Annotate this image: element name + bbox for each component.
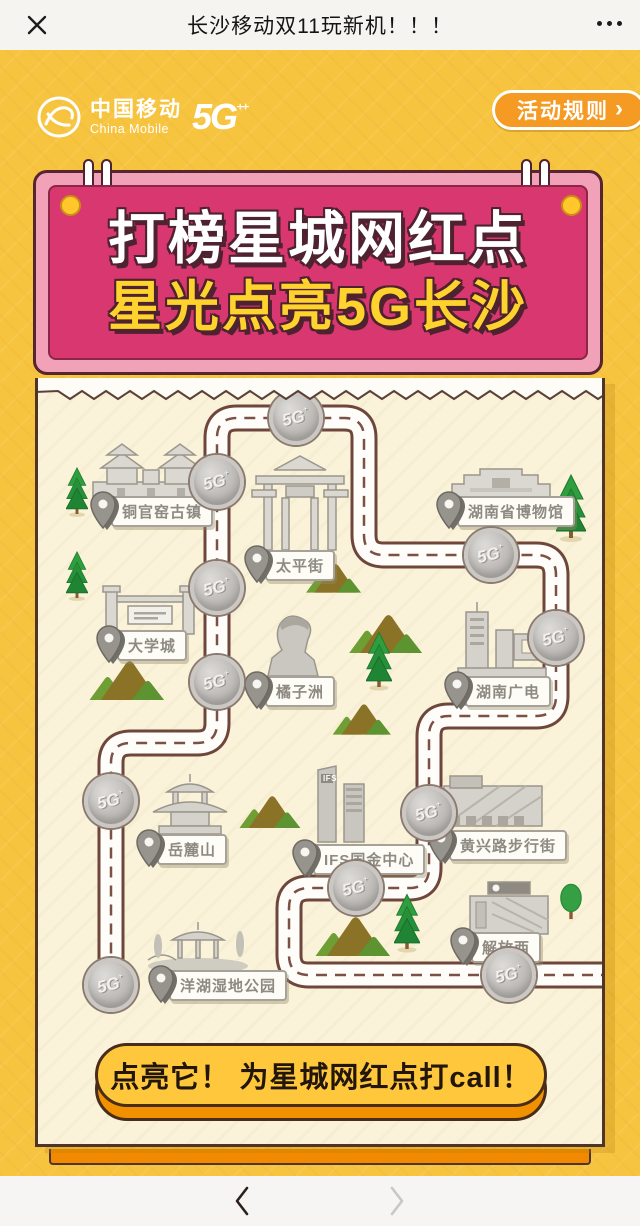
location-pin-icon: [244, 670, 274, 712]
5g-node[interactable]: 5G⁺: [190, 561, 244, 615]
5g-node[interactable]: 5G⁺: [464, 528, 518, 582]
ifs-towers-illustration: [310, 762, 372, 850]
landmark-map: 铜官窑古镇 太平街 湖南省博物馆: [35, 378, 605, 1147]
activity-rules-button[interactable]: 活动规则 ›: [492, 90, 640, 130]
landmark-label: 岳麓山: [157, 833, 228, 865]
china-mobile-flower-icon: [37, 96, 81, 138]
back-icon[interactable]: [233, 1185, 251, 1217]
landmark-label: 太平街: [265, 549, 336, 581]
route-road: [97, 404, 602, 989]
pine-tree: [394, 892, 420, 954]
headline-banner: 打榜星城网红点 星光点亮5G长沙: [33, 159, 603, 375]
brand-name-cn: 中国移动: [90, 97, 182, 121]
brand-name-en: China Mobile: [90, 121, 169, 136]
location-pin-icon: [244, 544, 274, 586]
pine-tree: [66, 550, 88, 602]
location-pin-icon: [436, 490, 466, 532]
china-mobile-logo: 中国移动 China Mobile 5G⁺⁺: [36, 94, 250, 140]
torn-paper-edge: [38, 378, 602, 401]
chevron-right-icon: ›: [615, 95, 625, 122]
archway-illustration: [250, 450, 350, 552]
landmark-label: 黄兴路步行街: [449, 829, 568, 861]
forward-icon[interactable]: [388, 1185, 406, 1217]
browser-topbar: 长沙移动双11玩新机！！！: [0, 0, 640, 50]
more-menu-icon[interactable]: [597, 21, 622, 26]
cta-button-group: 点亮它！ 为星城网红点打call！: [95, 1043, 547, 1123]
landmark-label: 湖南广电: [465, 675, 552, 707]
5g-node[interactable]: 5G⁺: [482, 948, 536, 1002]
pine-tree: [366, 630, 392, 692]
page-title: 长沙移动双11玩新机！！！: [187, 15, 453, 38]
location-pin-icon: [450, 926, 480, 968]
location-pin-icon: [90, 490, 120, 532]
mountain: [302, 912, 394, 956]
brand-5g-logo: 5G⁺⁺: [192, 96, 250, 137]
landmark-label: 湖南省博物馆: [457, 495, 576, 527]
location-pin-icon: [444, 670, 474, 712]
activity-page: 中国移动 China Mobile 5G⁺⁺ 活动规则 › 打榜星城网红点 星光…: [0, 50, 640, 1176]
5g-node[interactable]: 5G⁺: [402, 786, 456, 840]
landmark-label: 橘子洲: [265, 675, 336, 707]
landmark-label: 洋湖湿地公园: [169, 969, 288, 1001]
5g-node[interactable]: 5G⁺: [190, 455, 244, 509]
landmark-label: 铜官窑古镇: [111, 495, 214, 527]
location-pin-icon: [96, 624, 126, 666]
location-pin-icon: [148, 964, 178, 1006]
light-it-up-button[interactable]: 点亮它！ 为星城网红点打call！: [95, 1043, 547, 1107]
headline-panel: 打榜星城网红点 星光点亮5G长沙: [48, 185, 588, 360]
5g-node[interactable]: 5G⁺: [529, 611, 583, 665]
landmark-label: 大学城: [117, 629, 188, 661]
location-pin-icon: [136, 828, 166, 870]
5g-node[interactable]: 5G⁺: [84, 958, 138, 1012]
5g-node[interactable]: 5G⁺: [84, 774, 138, 828]
mountain: [228, 792, 304, 828]
yellow-pin-dot: [60, 195, 81, 216]
5g-node[interactable]: 5G⁺: [269, 391, 323, 445]
card-base-strip: [49, 1149, 591, 1165]
headline-line1: 打榜星城网红点: [108, 206, 528, 271]
round-tree: [560, 882, 582, 924]
location-pin-icon: [292, 838, 322, 880]
5g-node[interactable]: 5G⁺: [329, 861, 383, 915]
ifs-tower-label: IFS: [323, 774, 337, 783]
statue-illustration: [262, 612, 322, 678]
5g-node[interactable]: 5G⁺: [190, 655, 244, 709]
yellow-pin-dot: [561, 195, 582, 216]
browser-bottom-nav: [0, 1176, 640, 1226]
pine-tree: [66, 466, 88, 518]
close-icon[interactable]: [26, 14, 48, 36]
headline-line2: 星光点亮5G长沙: [107, 277, 529, 338]
